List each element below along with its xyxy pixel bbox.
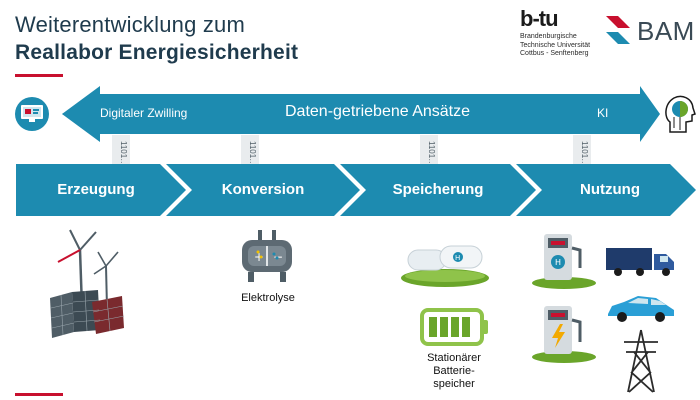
binary-label-4: 1101…	[580, 141, 589, 167]
electrolyser-icon: + −	[242, 230, 292, 282]
chain-label-storage: Speicherung	[392, 181, 484, 198]
svg-text:H: H	[555, 258, 561, 267]
bam-logo: BAM	[604, 12, 698, 52]
page-title-line2: Reallabor Energiesicherheit	[15, 41, 299, 64]
chain-segment-1	[16, 164, 186, 216]
chain-segment-3	[340, 164, 536, 216]
title-accent-bar	[15, 74, 63, 77]
binary-connector-4	[573, 135, 591, 173]
hydrogen-pump-icon: H	[532, 234, 596, 289]
binary-connector-3	[420, 135, 438, 173]
binary-connector-1	[112, 135, 130, 173]
data-arrow-head-left	[62, 86, 100, 142]
car-icon	[608, 296, 674, 322]
process-chain	[16, 164, 696, 216]
data-driven-label: Daten-getriebene Ansätze	[285, 103, 471, 120]
hydrogen-storage-icon: H	[401, 245, 489, 287]
data-arrow-band	[62, 94, 640, 134]
truck-icon	[606, 248, 674, 276]
caption-battery: Stationärer Batterie- speicher	[408, 352, 500, 391]
chain-label-conversion: Konversion	[221, 181, 305, 198]
footer-accent-bar	[15, 393, 63, 396]
binary-label-1: 1101…	[119, 141, 128, 167]
svg-text:+: +	[254, 250, 264, 264]
btu-logo: b-tu Brandenburgische Technische Univers…	[520, 6, 600, 62]
btu-logo-line1: Brandenburgische	[520, 33, 577, 40]
ai-head-icon	[665, 95, 696, 133]
monitor-icon	[15, 97, 49, 131]
caption-battery-line3: speicher	[433, 378, 475, 390]
data-arrow-graphic	[62, 86, 660, 142]
btu-logo-mark: b-tu	[520, 6, 559, 31]
page-title-line1: Weiterentwicklung zum	[15, 12, 245, 37]
data-arrow-head-right	[640, 86, 660, 142]
bam-logo-text: BAM	[637, 16, 695, 46]
wind-solar-icon	[50, 229, 125, 338]
svg-text:H: H	[455, 254, 460, 262]
bam-chevron-icon	[606, 16, 630, 44]
caption-electrolysis: Elektrolyse	[241, 292, 295, 304]
caption-battery-line2: Batterie-	[433, 365, 475, 377]
binary-label-2: 1101…	[248, 141, 257, 167]
ai-label: KI	[597, 106, 609, 120]
btu-logo-line3: Cottbus - Senftenberg	[520, 50, 589, 57]
battery-icon	[420, 308, 488, 346]
chain-label-usage: Nutzung	[580, 181, 640, 198]
chain-segment-4	[516, 164, 696, 216]
caption-battery-line1: Stationärer	[427, 352, 481, 364]
power-pylon-icon	[624, 329, 658, 393]
chain-label-generation: Erzeugung	[57, 181, 135, 198]
btu-logo-line2: Technische Universität	[520, 41, 591, 49]
binary-connector-2	[241, 135, 259, 173]
digital-twin-label: Digitaler Zwilling	[100, 106, 188, 120]
ev-charger-icon	[532, 306, 596, 363]
binary-label-3: 1101…	[427, 141, 436, 167]
chain-segment-2	[166, 164, 360, 216]
